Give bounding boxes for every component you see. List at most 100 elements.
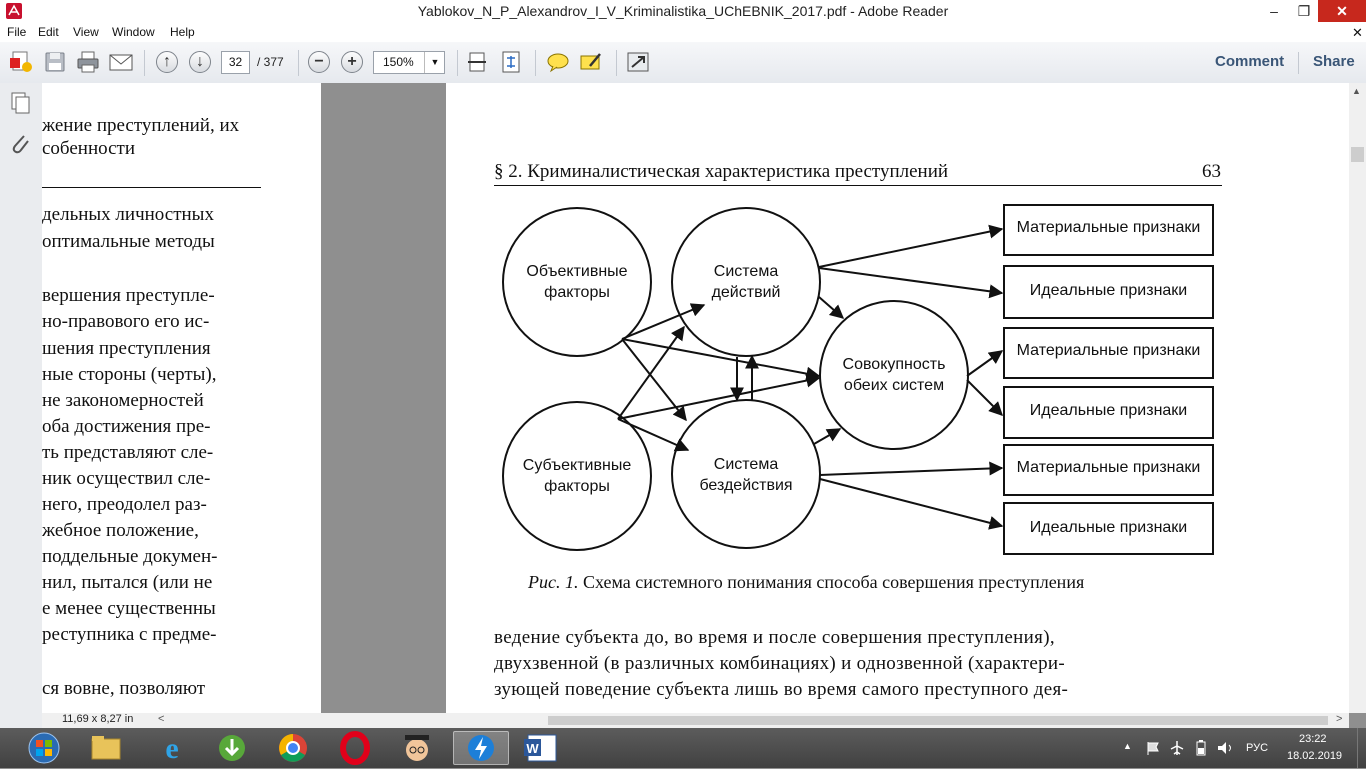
text-line: двухзвенной (в различных комбинациях) и … (494, 653, 1065, 674)
text-line: поддельные докумен- (42, 546, 218, 567)
zoom-out-icon[interactable]: − (308, 51, 330, 73)
word-icon[interactable]: W (514, 731, 570, 765)
pdf-page-right: § 2. Криминалистическая характеристика п… (446, 83, 1349, 713)
text-line: реступника с предме- (42, 624, 217, 645)
zoom-select[interactable]: 150% ▼ (373, 51, 445, 74)
action-center-flag-icon[interactable] (1145, 740, 1161, 756)
text-line: оптимальные методы (42, 231, 215, 252)
clock-time[interactable]: 23:22 (1299, 733, 1327, 745)
label-line: Совокупность (842, 356, 946, 373)
box-label: Идеальные признаки (1029, 519, 1188, 536)
box-label: Материальные признаки (1016, 342, 1201, 359)
page-number-input[interactable]: 32 (221, 51, 250, 74)
page-thumbnails-icon[interactable] (8, 91, 32, 115)
menu-window[interactable]: Window (112, 25, 155, 39)
box-material-3 (1003, 444, 1214, 496)
divider (42, 187, 261, 188)
page-size-readout: 11,69 x 8,27 in (62, 713, 134, 725)
box-label: Материальные признаки (1016, 219, 1201, 236)
language-indicator[interactable]: РУС (1246, 742, 1269, 754)
text-line: зующей поведение субъекта лишь во время … (494, 679, 1069, 700)
scroll-right-icon[interactable]: > (1336, 713, 1343, 725)
zoom-value: 150% (383, 55, 414, 69)
highlight-text-icon[interactable] (578, 50, 604, 74)
vertical-scrollbar[interactable]: ▲ (1349, 83, 1366, 713)
box-material-2 (1003, 327, 1214, 379)
previous-page-icon[interactable]: ↑ (156, 51, 178, 73)
toolbar-separator (535, 50, 536, 76)
title-bar: Yablokov_N_P_Alexandrov_I_V_Kriminalisti… (0, 0, 1366, 23)
show-desktop-button[interactable] (1357, 728, 1366, 768)
document-viewer[interactable]: жение преступлений, их собенности дельны… (42, 83, 1349, 713)
opera-icon[interactable] (327, 731, 383, 765)
scroll-left-icon[interactable]: < (158, 713, 165, 725)
internet-explorer-icon[interactable]: e (144, 731, 200, 765)
scroll-up-icon[interactable]: ▲ (1352, 86, 1361, 96)
menu-file[interactable]: File (7, 25, 27, 39)
professor-app-icon[interactable] (389, 731, 445, 765)
minimize-button[interactable]: – (1270, 3, 1278, 19)
close-document-icon[interactable]: ✕ (1352, 25, 1363, 40)
menu-edit[interactable]: Edit (38, 25, 59, 39)
scrollbar-thumb[interactable] (548, 716, 1328, 725)
attachments-icon[interactable] (8, 131, 32, 157)
box-ideal-2 (1003, 386, 1214, 439)
next-page-icon[interactable]: ↓ (189, 51, 211, 73)
create-pdf-icon[interactable] (8, 50, 34, 74)
print-icon[interactable] (75, 50, 101, 74)
box-label: Идеальные признаки (1029, 282, 1188, 299)
page-number: 63 (1202, 161, 1221, 182)
toolbar-separator (457, 50, 458, 76)
text-line: ся вовне, позволяют (42, 678, 206, 699)
menu-bar: File Edit View Window Help ✕ (0, 23, 1366, 42)
adobe-reader-taskbar-icon (468, 735, 494, 761)
menu-help[interactable]: Help (170, 25, 195, 39)
download-manager-icon[interactable] (204, 731, 260, 765)
label-system-actions: Система действий (672, 261, 820, 303)
comment-tab[interactable]: Comment (1215, 53, 1285, 70)
close-button[interactable]: ✕ (1318, 0, 1366, 22)
box-label: Материальные признаки (1016, 459, 1201, 476)
clock-date[interactable]: 18.02.2019 (1287, 750, 1343, 762)
toolbar: ↑ ↓ 32 / 377 − + 150% ▼ Comment Share (0, 42, 1366, 84)
adobe-reader-icon (6, 3, 22, 19)
fit-width-icon[interactable] (464, 50, 490, 74)
label-line: факторы (544, 478, 610, 495)
scrollbar-thumb[interactable] (1351, 147, 1364, 162)
box-material-1 (1003, 204, 1214, 256)
horizontal-scrollbar[interactable]: 11,69 x 8,27 in < > (42, 713, 1349, 728)
show-hidden-icons-icon[interactable]: ▲ (1123, 741, 1132, 751)
text-line: оба достижения пре- (42, 416, 211, 437)
circle-objective-factors (502, 207, 652, 357)
text-line: ть представляют сле- (42, 442, 214, 463)
zoom-in-icon[interactable]: + (341, 51, 363, 73)
toolbar-separator (1298, 52, 1299, 74)
full-screen-icon[interactable] (625, 50, 651, 74)
start-button-icon[interactable] (27, 732, 61, 764)
figure-diagram (502, 204, 1214, 555)
email-icon[interactable] (108, 50, 134, 74)
taskbar: e W ▲ РУС 23:22 18.02.2019 (0, 728, 1366, 768)
menu-view[interactable]: View (73, 25, 99, 39)
window-title: Yablokov_N_P_Alexandrov_I_V_Kriminalisti… (417, 3, 949, 19)
label-line: Субъективные (522, 457, 632, 474)
chevron-down-icon[interactable]: ▼ (424, 52, 445, 73)
volume-icon[interactable] (1216, 740, 1234, 756)
label-line: факторы (544, 284, 610, 301)
file-explorer-icon[interactable] (78, 731, 134, 765)
box-ideal-1 (1003, 265, 1214, 319)
share-tab[interactable]: Share (1313, 53, 1355, 70)
chrome-icon[interactable] (265, 731, 321, 765)
box-ideal-3 (1003, 502, 1214, 555)
fit-page-icon[interactable] (498, 50, 524, 74)
airplane-mode-icon[interactable] (1169, 740, 1185, 756)
battery-icon[interactable] (1193, 739, 1209, 757)
label-line: Система (713, 456, 779, 473)
toolbar-separator (298, 50, 299, 76)
toolbar-separator (144, 50, 145, 76)
label-objective-factors: Объективные факторы (503, 261, 651, 303)
save-icon[interactable] (42, 50, 68, 74)
maximize-button[interactable]: ❐ (1297, 3, 1311, 19)
active-app-highlight[interactable] (453, 731, 509, 765)
sticky-note-icon[interactable] (545, 50, 571, 74)
